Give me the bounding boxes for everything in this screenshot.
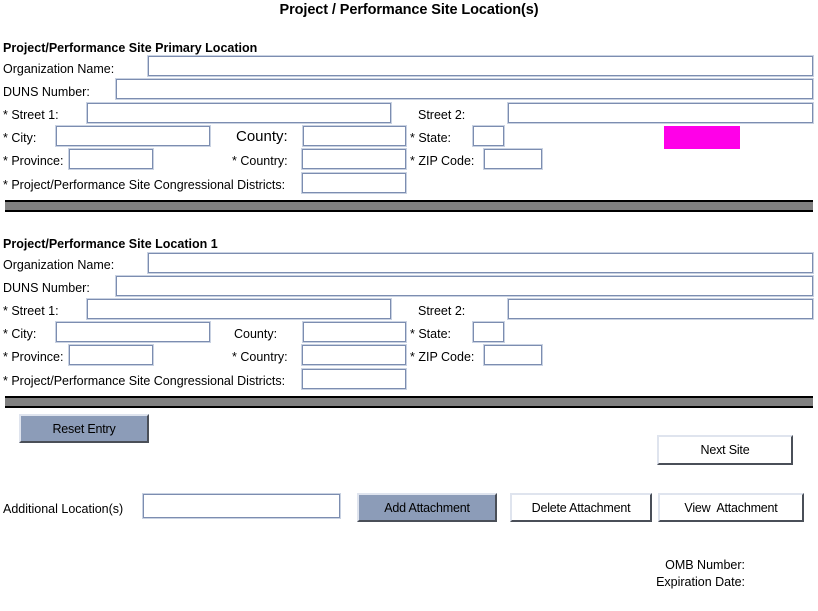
input-street2-location-1[interactable] [508,299,813,319]
label-county-primary: County: [236,128,288,145]
label-zip-primary: * ZIP Code: [410,154,475,168]
label-additional-locations: Additional Location(s) [3,502,124,516]
omb-number-label: OMB Number: [665,558,745,572]
section-separator-1 [5,200,813,212]
input-province-location-1[interactable] [69,345,153,365]
label-state-location-1: * State: [410,327,451,341]
label-street1-location-1: * Street 1: [3,304,59,318]
input-organization-name-location-1[interactable] [148,253,813,273]
input-duns-primary[interactable] [116,79,813,99]
input-province-primary[interactable] [69,149,153,169]
next-site-button[interactable]: Next Site [657,435,793,465]
input-districts-location-1[interactable] [302,369,406,389]
label-districts-location-1: * Project/Performance Site Congressional… [3,374,286,388]
input-districts-primary[interactable] [302,173,406,193]
input-duns-location-1[interactable] [116,276,813,296]
input-street1-location-1[interactable] [87,299,391,319]
input-country-location-1[interactable] [302,345,406,365]
label-country-location-1: * Country: [232,350,288,364]
section-heading-location-1: Project/Performance Site Location 1 [3,237,218,251]
label-organization-name-location-1: Organization Name: [3,258,115,272]
section-separator-2 [5,396,813,408]
input-county-primary[interactable] [303,126,406,146]
input-country-primary[interactable] [302,149,406,169]
input-state-location-1[interactable] [473,322,504,342]
page-title: Project / Performance Site Location(s) [279,2,539,18]
input-zip-location-1[interactable] [484,345,542,365]
label-state-primary: * State: [410,131,451,145]
label-province-location-1: * Province: [3,350,64,364]
label-districts-primary: * Project/Performance Site Congressional… [3,178,286,192]
label-county-location-1: County: [234,327,278,341]
input-city-location-1[interactable] [56,322,210,342]
input-county-location-1[interactable] [303,322,406,342]
label-organization-name-primary: Organization Name: [3,62,115,76]
input-organization-name-primary[interactable] [148,56,813,76]
label-zip-location-1: * ZIP Code: [410,350,475,364]
delete-attachment-button[interactable]: Delete Attachment [510,493,652,522]
label-country-primary: * Country: [232,154,288,168]
label-city-primary: * City: [3,131,37,145]
reset-entry-button[interactable]: Reset Entry [19,414,149,443]
label-province-primary: * Province: [3,154,64,168]
expiration-date-label: Expiration Date: [656,575,745,589]
label-city-location-1: * City: [3,327,37,341]
input-additional-locations[interactable] [143,494,340,518]
section-heading-primary: Project/Performance Site Primary Locatio… [3,41,258,55]
label-street1-primary: * Street 1: [3,108,59,122]
label-duns-primary: DUNS Number: [3,85,90,99]
add-attachment-button[interactable]: Add Attachment [357,493,497,522]
highlight-marker-primary [664,126,740,149]
label-street2-primary: Street 2: [418,108,466,122]
input-zip-primary[interactable] [484,149,542,169]
view-attachment-button[interactable]: View Attachment [658,493,804,522]
input-state-primary[interactable] [473,126,504,146]
input-city-primary[interactable] [56,126,210,146]
input-street1-primary[interactable] [87,103,391,123]
input-street2-primary[interactable] [508,103,813,123]
label-duns-location-1: DUNS Number: [3,281,90,295]
label-street2-location-1: Street 2: [418,304,466,318]
